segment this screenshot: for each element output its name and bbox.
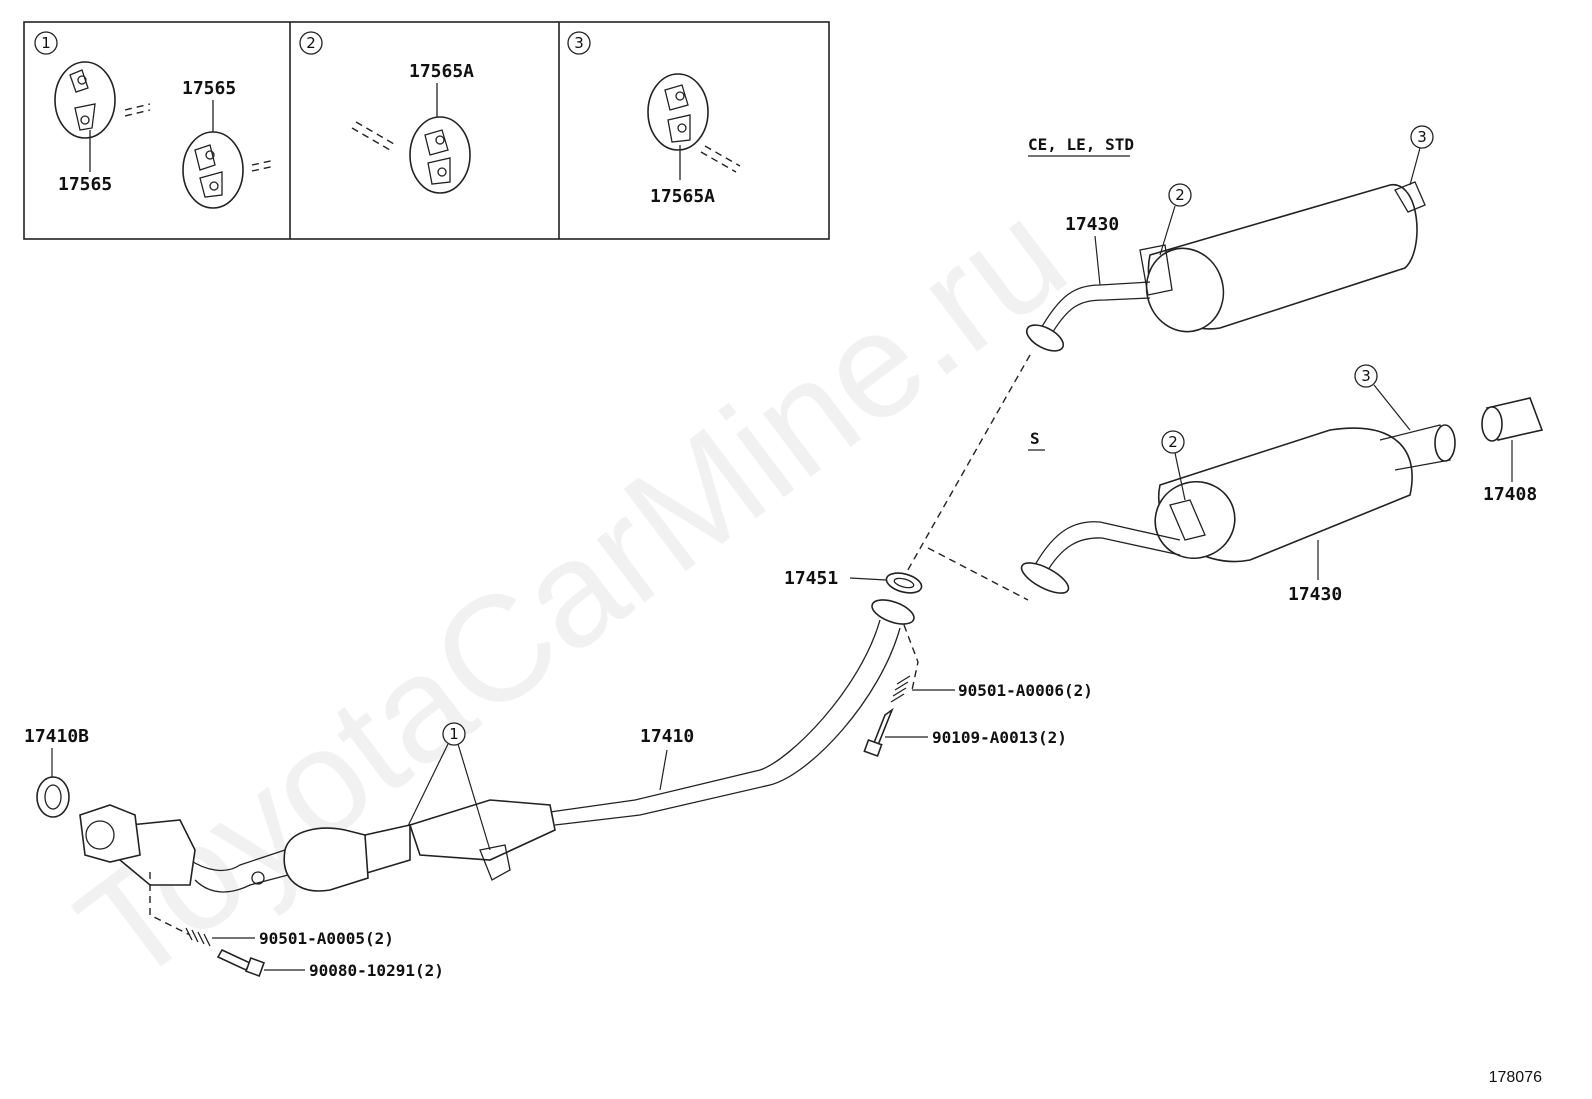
part-90501-A0005: 90501-A0005(2)	[259, 929, 394, 948]
connector-spring-front	[903, 624, 919, 691]
part-17565-lower: 17565	[58, 174, 112, 195]
inset-panel-2: 2 17565A	[299, 31, 474, 194]
gasket-17451	[885, 572, 923, 594]
panel-1-number: 1	[41, 34, 51, 52]
connector-lower	[927, 547, 1029, 601]
spring-front	[890, 675, 911, 703]
upper-muffler-assembly: CE, LE, STD 2 3 17430	[1025, 125, 1434, 352]
part-17565A-panel3: 17565A	[650, 186, 715, 207]
tail-tip-17408	[1481, 397, 1544, 442]
part-17565-upper: 17565	[182, 78, 236, 99]
part-17430-upper: 17430	[1065, 214, 1119, 235]
inset-panel-1: 1 17565 17565	[34, 31, 276, 209]
part-17408: 17408	[1483, 484, 1537, 505]
front-gasket-17410B	[36, 776, 70, 818]
panel-3-number: 3	[574, 34, 584, 52]
part-90501-A0006: 90501-A0006(2)	[958, 681, 1093, 700]
reference-number: 178076	[1489, 1069, 1542, 1086]
part-90109-A0013: 90109-A0013(2)	[932, 728, 1067, 747]
front-pipe-17410	[79, 599, 915, 893]
variant-label-upper: CE, LE, STD	[1028, 135, 1134, 154]
inset-panels: 1 17565 17565 2	[23, 21, 830, 240]
spring-rear	[185, 927, 211, 947]
panel-2-number: 2	[306, 34, 316, 52]
bolt-front	[863, 707, 894, 758]
bolt-rear	[216, 948, 265, 977]
callout-2-upper: 2	[1175, 186, 1185, 204]
part-17565A-panel2: 17565A	[409, 61, 474, 82]
hanger-rubber-2	[409, 116, 471, 194]
callout-3-upper: 3	[1417, 128, 1427, 146]
part-17410: 17410	[640, 726, 694, 747]
hanger-rubber-1b	[182, 131, 244, 209]
hanger-rubber-1a	[54, 61, 116, 139]
variant-label-lower: S	[1030, 429, 1040, 448]
part-17410B: 17410B	[24, 726, 89, 747]
lower-muffler-assembly: S 17408 2 3 17430	[1020, 364, 1544, 605]
part-17451: 17451	[784, 568, 838, 589]
connector-spring-rear	[149, 872, 191, 936]
callout-3-lower: 3	[1361, 367, 1371, 385]
part-90080-10291: 90080-10291(2)	[309, 961, 444, 980]
part-17430-lower: 17430	[1288, 584, 1342, 605]
inset-panel-3: 3 17565A	[567, 31, 741, 207]
hanger-rubber-3	[647, 73, 709, 151]
watermark: ToyotaCarMine.ru	[48, 169, 1095, 1016]
connector-upper	[904, 354, 1031, 576]
callout-1: 1	[449, 725, 459, 743]
callout-2-lower: 2	[1168, 433, 1178, 451]
